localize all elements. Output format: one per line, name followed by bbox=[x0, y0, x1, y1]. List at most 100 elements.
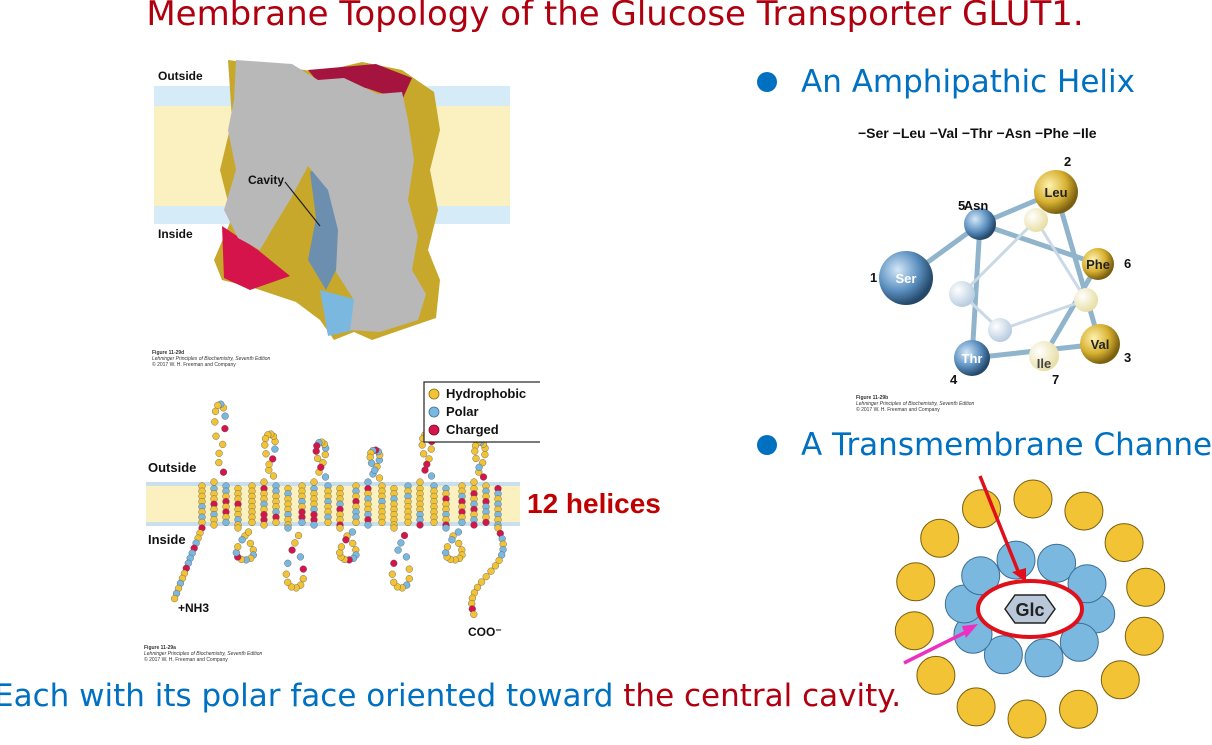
residue-bead bbox=[349, 539, 357, 548]
membrane-bilayer bbox=[146, 482, 520, 526]
residue-bead bbox=[420, 450, 428, 458]
outside-label: Outside bbox=[148, 460, 196, 475]
residue-val bbox=[1080, 324, 1120, 364]
residue-bead bbox=[321, 473, 330, 481]
credit-copyright: © 2017 W. H. Freeman and Company bbox=[152, 362, 236, 368]
residue-name: Asn bbox=[964, 198, 989, 213]
residue-bead bbox=[288, 546, 296, 554]
hydrophobic-helix-circle bbox=[1007, 699, 1047, 739]
cavity-label: Cavity bbox=[248, 173, 284, 187]
residue-bead bbox=[472, 454, 480, 463]
residue-name: Val bbox=[1091, 337, 1110, 352]
residue-bead bbox=[487, 567, 495, 575]
residue-bead bbox=[475, 463, 483, 471]
red-arrowhead bbox=[1012, 568, 1026, 582]
outside-label: Outside bbox=[158, 69, 203, 83]
residue-name: Ile bbox=[1037, 356, 1051, 371]
legend-frame bbox=[423, 381, 540, 443]
residue-bead bbox=[352, 518, 360, 527]
magenta-arrowhead bbox=[962, 624, 978, 638]
residue-bead bbox=[246, 539, 255, 548]
residue-ile bbox=[1029, 341, 1059, 371]
residue-bead bbox=[405, 565, 413, 573]
legend-box: Hydrophobic Polar Charged bbox=[423, 381, 540, 443]
residue-number: 4 bbox=[950, 372, 958, 387]
polar-helix-ring bbox=[944, 540, 1116, 678]
credit-figure-number: Figure 11-29b bbox=[856, 395, 889, 401]
residue-bead bbox=[244, 528, 253, 536]
residue-bead bbox=[470, 478, 478, 486]
bullet-amphipathic-helix: An Amphipathic Helix bbox=[757, 64, 1135, 100]
residue-number: 7 bbox=[1052, 372, 1059, 387]
residue-number: 2 bbox=[1064, 154, 1071, 169]
residue-name: Ser bbox=[896, 271, 917, 286]
transmembrane-channel-diagram: Glc bbox=[894, 475, 1166, 739]
polar-helix-circle bbox=[1024, 638, 1064, 678]
hydrophobic-helix-circle bbox=[1104, 523, 1144, 563]
hydrophobic-helix-circle bbox=[1059, 689, 1098, 729]
residue-bead bbox=[368, 459, 376, 467]
residue-bead bbox=[455, 539, 463, 548]
legend-swatch-hydrophobic bbox=[428, 388, 440, 400]
residue-bead bbox=[402, 553, 411, 561]
residue-bead bbox=[260, 478, 268, 486]
residue-bead bbox=[310, 521, 318, 529]
credit-book: Lehninger Principles of Biochemistry, Se… bbox=[144, 651, 263, 657]
residue-bead bbox=[400, 531, 409, 540]
residue-bead bbox=[211, 407, 220, 416]
residue-bead bbox=[430, 518, 438, 527]
residue-bead bbox=[221, 412, 229, 420]
hydrophobic-helix-circle bbox=[1100, 660, 1140, 700]
residue-bead bbox=[284, 578, 292, 586]
residue-bead bbox=[336, 524, 344, 532]
residue-bead bbox=[260, 521, 268, 529]
residue-bead bbox=[221, 424, 229, 433]
polar-helix-circle bbox=[1059, 622, 1099, 662]
residue-bead bbox=[390, 578, 398, 586]
residue-phe bbox=[1082, 248, 1114, 280]
residue-bead bbox=[404, 518, 412, 527]
residue-bead bbox=[238, 536, 246, 544]
residue-bead bbox=[342, 536, 350, 544]
back-residue bbox=[1024, 208, 1048, 232]
residue-bead bbox=[471, 447, 479, 455]
residue-bead bbox=[291, 539, 299, 547]
residue-bead bbox=[473, 583, 482, 592]
back-residue bbox=[1074, 288, 1098, 312]
charged-patch bbox=[222, 226, 290, 290]
residue-bead bbox=[366, 453, 374, 461]
bullet-dot bbox=[757, 435, 777, 455]
residue-bead bbox=[348, 528, 357, 536]
bullet-text: An Amphipathic Helix bbox=[801, 64, 1135, 100]
n-terminus-label: +NH3 bbox=[178, 601, 209, 615]
residue-bead bbox=[298, 518, 306, 527]
residue-bead bbox=[482, 518, 490, 527]
residue-bead bbox=[232, 549, 240, 557]
residue-bead bbox=[234, 543, 242, 551]
residue-bead bbox=[390, 559, 398, 567]
polar-patch bbox=[320, 290, 358, 336]
magenta-pointer-arrow bbox=[903, 628, 971, 665]
residue-bead bbox=[478, 578, 486, 586]
figure-credit: Figure 11-29d Lehninger Principles of Bi… bbox=[152, 350, 270, 368]
residue-bead bbox=[495, 556, 503, 565]
residue-bead bbox=[364, 521, 372, 529]
residue-bead bbox=[284, 524, 292, 532]
polar-helix-circle bbox=[961, 556, 1001, 596]
glucose-hexagon-icon bbox=[1004, 594, 1056, 624]
credit-copyright: © 2017 W. H. Freeman and Company bbox=[856, 407, 940, 413]
residue-bead bbox=[427, 445, 435, 453]
bullet-text: A Transmembrane Channe bbox=[801, 427, 1212, 463]
residue-bead bbox=[212, 432, 220, 440]
residue-bead bbox=[219, 440, 227, 449]
residue-bead bbox=[314, 454, 322, 463]
residue-bead bbox=[324, 518, 332, 527]
residue-leu bbox=[1034, 170, 1078, 214]
legend-swatch-polar bbox=[428, 406, 440, 418]
residue-bead bbox=[284, 559, 292, 567]
residue-bead bbox=[479, 473, 488, 481]
residue-bead bbox=[371, 466, 379, 474]
hydrophobic-helix-circle bbox=[894, 611, 934, 651]
helix-sequence: −Ser −Leu −Val −Thr −Asn −Phe −Ile bbox=[858, 125, 1097, 141]
residue-bead bbox=[448, 536, 456, 544]
